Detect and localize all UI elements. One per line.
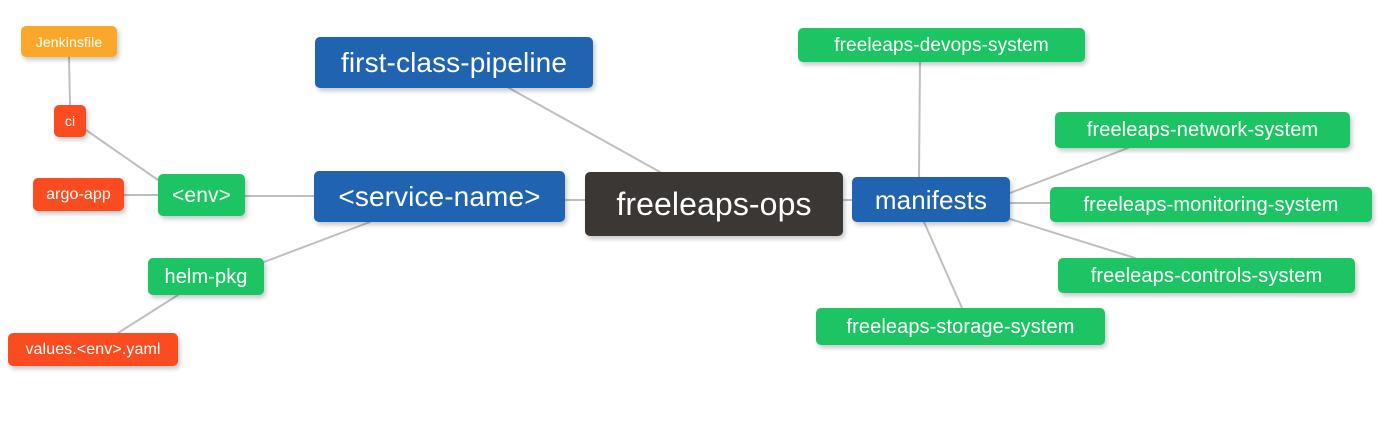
node-label: <service-name> [338, 180, 541, 212]
node-env[interactable]: <env> [158, 174, 245, 216]
edge-manifests-storage [923, 221, 963, 309]
edge-ci-env [85, 129, 159, 181]
edge-manifests-controls [1009, 218, 1136, 259]
edge-manifests-devops [918, 61, 921, 178]
node-label: freeleaps-devops-system [834, 34, 1049, 56]
node-label: freeleaps-ops [616, 186, 812, 222]
node-label: freeleaps-network-system [1086, 119, 1319, 141]
node-label: helm-pkg [164, 265, 248, 288]
node-freeleaps-ops[interactable]: freeleaps-ops [585, 172, 843, 236]
node-service-name[interactable]: <service-name> [314, 171, 565, 222]
node-freeleaps-storage-system[interactable]: freeleaps-storage-system [816, 308, 1105, 345]
edge-helmpkg-values [117, 294, 179, 334]
node-ci[interactable]: ci [54, 105, 86, 137]
node-label: freeleaps-monitoring-system [1083, 193, 1339, 216]
node-label: freeleaps-storage-system [846, 315, 1075, 338]
node-freeleaps-monitoring-system[interactable]: freeleaps-monitoring-system [1050, 187, 1372, 222]
node-values-env-yaml[interactable]: values.<env>.yaml [8, 333, 178, 366]
node-label: manifests [874, 184, 988, 215]
node-first-class-pipeline[interactable]: first-class-pipeline [315, 37, 593, 88]
edge-firstclass-root [508, 87, 661, 173]
node-label: <env> [172, 183, 231, 207]
node-helm-pkg[interactable]: helm-pkg [148, 258, 264, 295]
node-freeleaps-network-system[interactable]: freeleaps-network-system [1055, 112, 1350, 148]
node-label: freeleaps-controls-system [1090, 264, 1323, 287]
node-manifests[interactable]: manifests [852, 177, 1010, 222]
edge-servicename-helmpkg [263, 221, 371, 263]
node-label: first-class-pipeline [340, 46, 568, 78]
node-argo-app[interactable]: argo-app [33, 178, 124, 211]
node-label: argo-app [46, 185, 111, 203]
node-label: values.<env>.yaml [25, 340, 161, 358]
node-label: ci [64, 113, 76, 129]
edge-jenkinsfile-ci [68, 56, 71, 106]
node-freeleaps-devops-system[interactable]: freeleaps-devops-system [798, 28, 1085, 62]
node-label: Jenkinsfile [35, 33, 103, 50]
node-freeleaps-controls-system[interactable]: freeleaps-controls-system [1058, 258, 1355, 293]
node-jenkinsfile[interactable]: Jenkinsfile [21, 26, 117, 57]
